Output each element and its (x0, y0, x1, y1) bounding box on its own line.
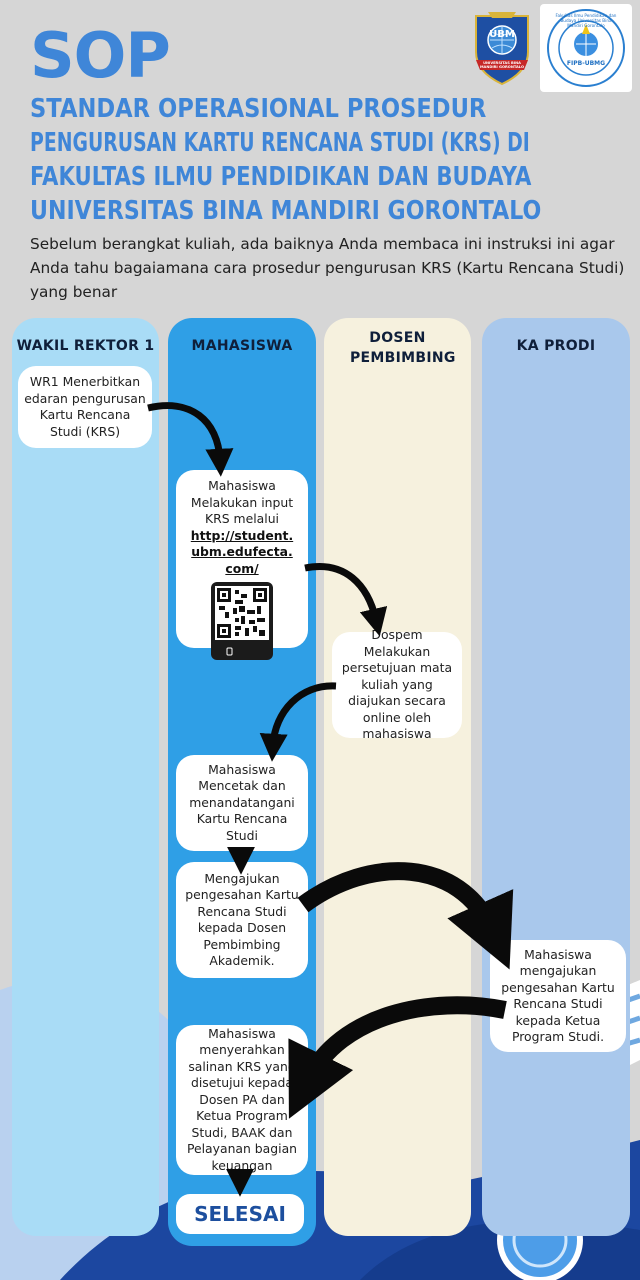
step-dospem-approval-text: Dospem Melakukan persetujuan mata kuliah… (341, 627, 453, 742)
heading-line-1: STANDAR OPERASIONAL PROSEDUR (30, 94, 487, 124)
step-dospem-approval: Dospem Melakukan persetujuan mata kuliah… (332, 627, 462, 741)
lane-ka-prodi: KA PRODI (482, 318, 630, 1236)
step-wr1-edaran: WR1 Menerbitkan edaran pengurusan Kartu … (18, 366, 152, 448)
step-print-sign: Mahasiswa Mencetak dan menandatangani Ka… (176, 755, 308, 851)
step-submit-copies: Mahasiswa menyerahkan salinan KRS yang d… (176, 1025, 308, 1175)
step-submit-dpa: Mengajukan pengesahan Kartu Rencana Stud… (176, 862, 308, 978)
ubm-logo-ribbon-text: UNIVERSITAS BINA MANDIRI GORONTALO (479, 61, 525, 69)
step-submit-kaprodi-text: Mahasiswa mengajukan pengesahan Kartu Re… (501, 946, 615, 1045)
finish-label: SELESAI (176, 1194, 304, 1234)
lane-wakil-rektor-title: WAKIL REKTOR 1 (16, 338, 155, 354)
lane-wakil-rektor: WAKIL REKTOR 1 (12, 318, 159, 1236)
fipb-logo-text: FIPB-UBMG (566, 60, 606, 67)
step-wr1-edaran-text: WR1 Menerbitkan edaran pengurusan Kartu … (24, 374, 146, 439)
step-submit-dpa-text: Mengajukan pengesahan Kartu Rencana Stud… (185, 870, 299, 969)
step-print-sign-text: Mahasiswa Mencetak dan menandatangani Ka… (189, 761, 295, 843)
sop-title: SOP (30, 19, 171, 92)
heading-line-3: FAKULTAS ILMU PENDIDIKAN DAN BUDAYA (30, 162, 532, 192)
phone-qr-icon (211, 582, 273, 660)
ubm-logo-text: UBM (489, 29, 515, 40)
step-submit-kaprodi: Mahasiswa mengajukan pengesahan Kartu Re… (490, 940, 626, 1052)
step-input-krs-text: Mahasiswa Melakukan input KRS melalui (190, 478, 294, 526)
step-submit-copies-text: Mahasiswa menyerahkan salinan KRS yang d… (186, 1025, 298, 1173)
intro-text: Sebelum berangkat kuliah, ada baiknya An… (30, 235, 625, 301)
lane-dosen-pembimbing-title: DOSEN PEMBIMBING (350, 330, 456, 366)
lane-dosen-pembimbing: DOSEN PEMBIMBING (324, 318, 471, 1236)
fipb-logo-ring-text: Fakultas Ilmu Pendidikan dan Budaya Univ… (555, 13, 617, 28)
step-input-krs: Mahasiswa Melakukan input KRS melalui ht… (176, 470, 308, 660)
ubm-logo: UBM UNIVERSITAS BINA MANDIRI GORONTALO (470, 8, 534, 86)
heading-line-2: PENGURUSAN KARTU RENCANA STUDI (KRS) DI (30, 128, 530, 158)
krs-portal-link[interactable]: http://student.ubm.edufecta.com/ (190, 527, 294, 576)
fipb-logo: Fakultas Ilmu Pendidikan dan Budaya Univ… (540, 4, 632, 92)
lane-ka-prodi-title: KA PRODI (516, 338, 596, 354)
lane-mahasiswa-title: MAHASISWA (191, 338, 293, 354)
heading-line-4: UNIVERSITAS BINA MANDIRI GORONTALO (30, 196, 542, 226)
